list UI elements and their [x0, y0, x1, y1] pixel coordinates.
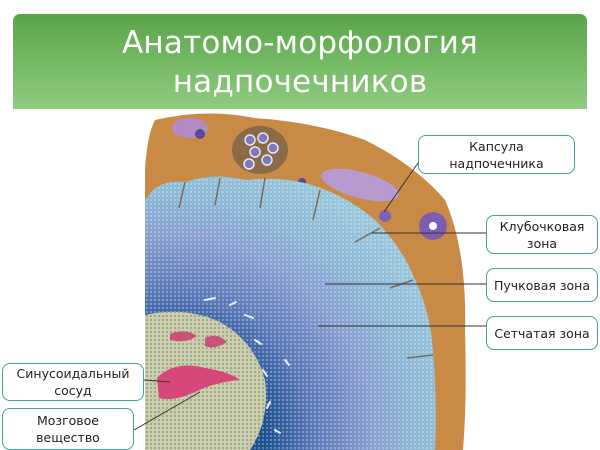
title-line-1: Анатомо-морфология: [122, 25, 478, 61]
label-medulla: Мозговое вещество: [2, 408, 134, 450]
label-sinusoid-vessel: Синусоидальный сосуд: [2, 363, 144, 401]
label-capsule-line1: Капсула: [469, 138, 524, 154]
label-reticular-zone: Сетчатая зона: [486, 316, 598, 350]
title-banner: Анатомо-морфология надпочечников: [13, 14, 587, 109]
label-capsule-line2: надпочечника: [449, 155, 544, 171]
adrenal-histology-illustration: [145, 110, 473, 450]
title-line-2: надпочечников: [172, 64, 428, 100]
label-sinusoid-line1: Синусоидальный: [16, 366, 130, 381]
label-sinusoid-line2: сосуд: [54, 383, 92, 398]
label-fascicular-line1: Пучковая зона: [493, 277, 591, 293]
label-medulla-line2: вещество: [36, 430, 100, 445]
label-medulla-line1: Мозговое: [36, 413, 99, 428]
label-reticular-line1: Сетчатая зона: [494, 325, 590, 341]
label-glomerular-line1: Клубочковая: [499, 218, 585, 234]
label-fascicular-zone: Пучковая зона: [486, 268, 598, 302]
label-glomerular-line2: зона: [526, 235, 558, 251]
